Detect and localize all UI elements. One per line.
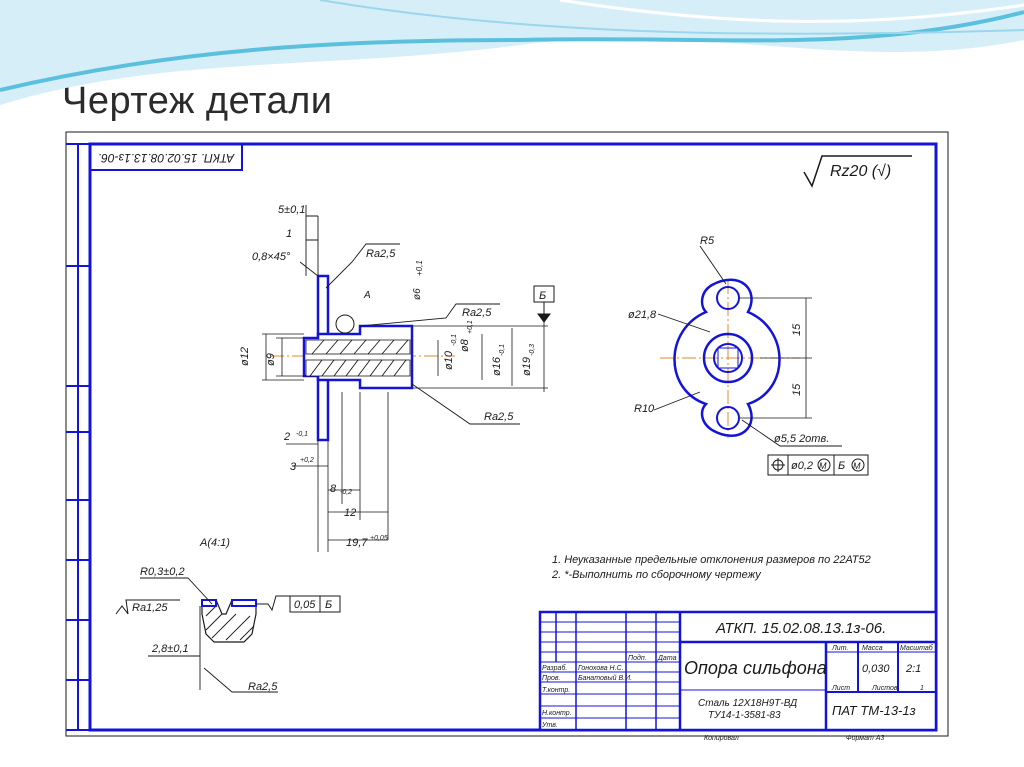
dim-5: 5±0,1: [278, 204, 305, 216]
dim-12: 12: [344, 507, 356, 519]
tolerance-sup-0: -0,1: [451, 334, 458, 346]
detail-label: A(4:1): [199, 537, 230, 549]
role-1: Пров.: [542, 675, 561, 682]
material-2: ТУ14-1-3581-83: [708, 710, 781, 721]
dim-dia6: ø6: [412, 288, 423, 300]
detail-flat: 0,05: [294, 599, 316, 611]
side-view: R5 ø21,8 R10 15 15 ø5,5 2отв. ø0,2 M Б M: [628, 235, 869, 476]
dim-dia218: ø21,8: [628, 309, 657, 321]
slide-title: Чертеж детали: [62, 80, 333, 122]
top-stamp: АТКП. 15.02.08.13.1з-06.: [89, 143, 243, 171]
role-2: Т.контр.: [542, 687, 570, 694]
dim-8: 8: [330, 483, 337, 495]
h-mass: Масса: [862, 645, 883, 652]
tolerance-sup-3: -0,3: [529, 344, 536, 356]
tolerance-frame: ø0,2 M Б M: [767, 454, 869, 476]
h-sheet: Лист: [831, 685, 850, 692]
h-sign: Подп.: [628, 654, 647, 662]
general-roughness: Rz20 (√): [803, 155, 912, 188]
organization: ПАТ ТМ-13-1з: [832, 703, 916, 718]
detail-ra2: Ra2,5: [248, 681, 278, 693]
note-1: 1. Неуказанные предельные отклонения раз…: [552, 554, 871, 566]
dim-dia8: ø8: [459, 338, 471, 352]
h-date: Дата: [657, 655, 677, 662]
dim-dia9: ø9: [265, 353, 277, 366]
tolerance-sup-7: +0,05: [370, 535, 388, 542]
ra-2: Ra2,5: [462, 307, 492, 319]
sheets-count: 1: [920, 685, 924, 692]
dim-dia19: ø19: [521, 357, 533, 376]
tolerance-sup-5: +0,2: [300, 457, 314, 464]
notes: 1. Неуказанные предельные отклонения раз…: [551, 554, 871, 581]
tolerance-sup-2: -0,1: [499, 344, 506, 356]
leader-a: A: [363, 290, 371, 301]
tolerance-sup-1: +0,1: [467, 320, 474, 334]
role-4: Утв.: [541, 722, 558, 729]
designation: АТКП. 15.02.08.13.1з-06.: [715, 620, 886, 637]
detail-depth: 2,8±0,1: [151, 643, 189, 655]
tol-datum: Б: [838, 460, 845, 472]
dim-dia10: ø10: [443, 350, 455, 370]
part-name: Опора сильфона: [684, 658, 827, 678]
scale: 2:1: [905, 663, 921, 675]
roughness-general-text: Rz20 (√): [830, 163, 891, 180]
main-view: 5±0,1 1 0,8×45° Ra2,5 A ø6 +0,1 Ra2,5 Б …: [239, 204, 555, 552]
dim-2: 2: [283, 431, 290, 443]
dim-1: 1: [286, 228, 292, 240]
name-0: Гонохова Н.С.: [578, 665, 624, 672]
detail-radius: R0,3±0,2: [140, 566, 185, 578]
dim-holes: ø5,5 2отв.: [774, 433, 829, 445]
note-2: 2. *-Выполнить по сборочному чертежу: [551, 569, 762, 581]
ra-1: Ra2,5: [366, 248, 396, 260]
detail-flat-datum: Б: [325, 599, 332, 611]
copied-label: Копировал: [704, 735, 739, 742]
role-3: Н.контр.: [542, 710, 572, 717]
h-scale: Масштаб: [900, 644, 934, 652]
tol-value: ø0,2: [791, 460, 813, 472]
ra-3: Ra2,5: [484, 411, 514, 423]
dim-r5: R5: [700, 235, 715, 247]
top-stamp-text: АТКП. 15.02.08.13.1з-06.: [98, 151, 235, 165]
title-block: Разраб. Гонохова Н.С. Пров. Банатовый В.…: [538, 610, 938, 732]
mass: 0,030: [862, 663, 890, 675]
format-label: Формат А3: [846, 735, 884, 742]
material-1: Сталь 12Х18Н9Т-ВД: [698, 698, 797, 709]
name-1: Банатовый В.И.: [578, 674, 632, 682]
dim-15-bottom: 15: [791, 383, 803, 396]
tol-mod1: M: [819, 461, 827, 471]
dim-dia12: ø12: [239, 347, 251, 366]
dim-3: 3: [290, 461, 297, 473]
h-sheets: Листов: [871, 685, 898, 692]
tolerance-sup-4: -0,1: [296, 431, 308, 438]
detail-view: A(4:1) R0,3±0,2 Ra1,25 0,05 Б 2,8±0,1 Ra…: [115, 537, 341, 693]
dim-r10: R10: [634, 403, 655, 415]
tol-mod2: M: [853, 461, 861, 471]
dim-chamfer: 0,8×45°: [252, 251, 291, 263]
detail-ra1: Ra1,25: [132, 602, 168, 614]
header-wave: [0, 0, 1024, 105]
dim-15-top: 15: [791, 323, 803, 336]
tolerance-sup-6: -0,2: [340, 489, 352, 496]
datum-b: Б: [539, 290, 546, 302]
dim-197: 19,7: [346, 537, 368, 549]
dim-dia16: ø16: [491, 356, 503, 376]
h-lit: Лит.: [831, 645, 848, 652]
role-0: Разраб.: [542, 664, 567, 672]
dim-dia6-tol: +0,1: [415, 260, 424, 276]
